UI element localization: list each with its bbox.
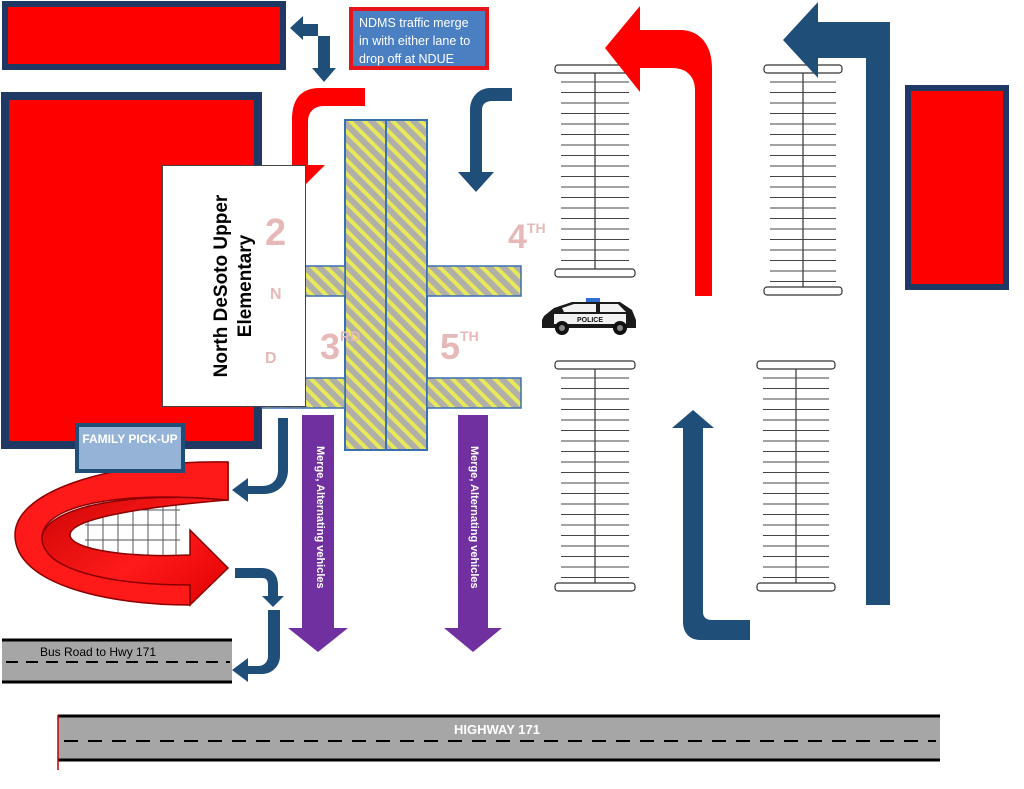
street-5th: 5TH (440, 326, 479, 367)
parking-lot-2 (763, 64, 843, 296)
bus-road-label: Bus Road to Hwy 171 (40, 645, 157, 659)
school-name: North DeSoto Upper Elementary (211, 194, 256, 378)
traffic-note: NDMS traffic merge in with either lane t… (349, 7, 489, 70)
parking-lot-1 (554, 64, 636, 278)
school-label: North DeSoto Upper Elementary (162, 165, 306, 407)
building-top-left (2, 1, 286, 70)
navy-arrow-building-top (290, 16, 336, 82)
building-right (905, 85, 1009, 290)
navy-arrow-bus-road (232, 610, 280, 682)
navy-turn-arrow-top (458, 88, 512, 192)
parking-lots (554, 64, 843, 592)
family-pickup-label: FAMILY PICK-UP (75, 423, 185, 473)
merge-label-left: Merge, Alternating vehicles (314, 446, 326, 589)
highway-label: HIGHWAY 171 (454, 722, 540, 737)
street-2nd-d: D (265, 350, 277, 367)
bus-road (2, 638, 232, 684)
street-4th: 4TH (508, 218, 546, 256)
highway-171 (57, 714, 940, 770)
navy-arrow-lot-return (672, 410, 750, 640)
parking-lot-4 (756, 360, 836, 592)
merge-arrow-right (444, 415, 502, 652)
street-3rd: 3RD (320, 326, 361, 367)
navy-arrow-uturn-exit (235, 568, 284, 607)
police-car-icon: POLICE (542, 298, 636, 335)
street-2nd-n: N (270, 286, 282, 303)
crosswalk-4th (426, 265, 522, 297)
crosswalk-2nd-upper (304, 265, 346, 297)
merge-arrow-left (288, 415, 348, 652)
street-2nd-number: 2 (265, 212, 287, 254)
parking-lot-3 (554, 360, 636, 592)
svg-text:POLICE: POLICE (577, 317, 603, 324)
crosswalk-5th (426, 377, 522, 409)
red-arrow-lot (605, 6, 712, 296)
navy-arrow-pickup (232, 418, 288, 502)
merge-label-right: Merge, Alternating vehicles (468, 446, 480, 589)
navy-arrow-right-lane (783, 2, 890, 605)
red-turn-arrow-top (275, 88, 365, 190)
